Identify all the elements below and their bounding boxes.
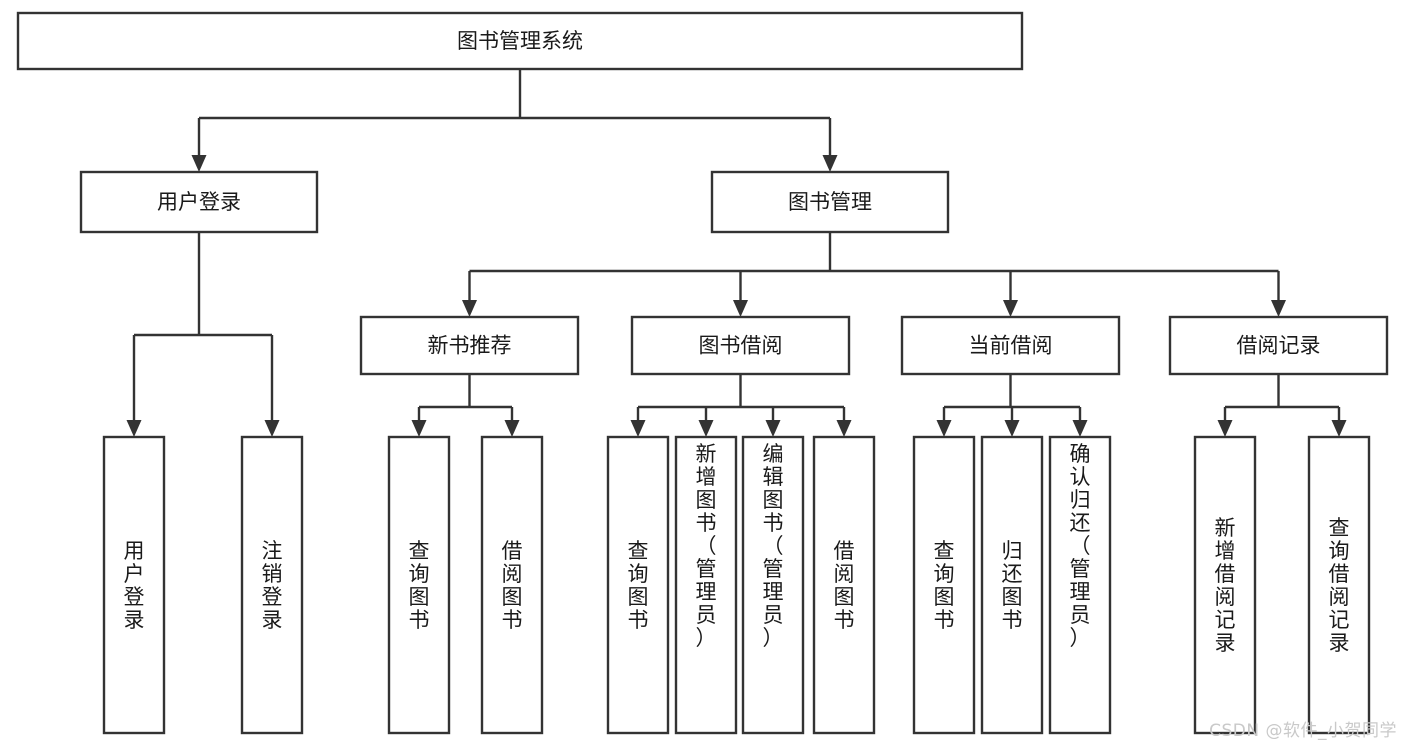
node-box-leaf-query-book-borrow	[606, 435, 670, 735]
arrow-head-borrow-record	[1271, 300, 1286, 317]
node-label-leaf-add-borrow-record: 新增借阅记录	[1215, 516, 1236, 655]
arrow-head-leaf-add-book-admin	[698, 420, 714, 437]
node-box-leaf-borrow-book	[812, 435, 876, 735]
arrow-head-leaf-return-book	[1004, 420, 1020, 437]
arrow-head-leaf-borrow-book-recommend	[504, 420, 520, 437]
node-label-leaf-user-login: 用户登录	[124, 539, 145, 632]
node-box-leaf-add-book-admin	[674, 435, 738, 735]
arrow-head-leaf-logout	[264, 420, 280, 437]
arrow-head-leaf-borrow-book	[836, 420, 852, 437]
node-label-user-login: 用户登录	[157, 190, 241, 214]
node-leaf-confirm-return-admin[interactable]: 确认归还（管理员）	[1048, 435, 1112, 735]
arrow-head-leaf-confirm-return-admin	[1072, 420, 1088, 437]
node-user-login[interactable]: 用户登录	[79, 170, 319, 234]
node-box-leaf-confirm-return-admin	[1048, 435, 1112, 735]
node-leaf-query-borrow-record[interactable]: 查询借阅记录	[1307, 435, 1371, 735]
node-leaf-query-book-current[interactable]: 查询图书	[912, 435, 976, 735]
node-leaf-borrow-book[interactable]: 借阅图书	[812, 435, 876, 735]
node-label-leaf-confirm-return-admin: 确认归还（管理员）	[1070, 442, 1091, 650]
node-label-leaf-edit-book-admin: 编辑图书（管理员）	[763, 442, 784, 650]
node-leaf-borrow-book-recommend[interactable]: 借阅图书	[480, 435, 544, 735]
node-box-leaf-logout	[240, 435, 304, 735]
node-leaf-add-book-admin[interactable]: 新增图书（管理员）	[674, 435, 738, 735]
arrow-head-user-login	[191, 155, 207, 172]
watermark-label: CSDN @软件_小贺同学	[1209, 721, 1397, 741]
node-label-leaf-return-book: 归还图书	[1002, 539, 1023, 632]
node-label-current-borrow: 当前借阅	[969, 334, 1053, 358]
node-label-book-borrow: 图书借阅	[699, 334, 783, 358]
node-label-new-book-recommend: 新书推荐	[428, 334, 512, 358]
node-box-leaf-user-login	[102, 435, 166, 735]
node-box-leaf-query-borrow-record	[1307, 435, 1371, 735]
node-label-leaf-borrow-book: 借阅图书	[834, 539, 855, 632]
node-borrow-record[interactable]: 借阅记录	[1168, 315, 1389, 376]
node-box-current-borrow	[900, 315, 1121, 376]
arrow-head-leaf-user-login	[126, 420, 142, 437]
node-box-root	[16, 11, 1024, 71]
node-layer: 图书管理系统用户登录图书管理新书推荐图书借阅当前借阅借阅记录用户登录注销登录查询…	[16, 11, 1389, 735]
arrow-head-leaf-add-borrow-record	[1217, 420, 1233, 437]
node-leaf-query-book-borrow[interactable]: 查询图书	[606, 435, 670, 735]
arrow-head-leaf-query-book-borrow	[630, 420, 646, 437]
arrow-head-book-manage	[822, 155, 838, 172]
node-leaf-edit-book-admin[interactable]: 编辑图书（管理员）	[741, 435, 805, 735]
node-label-leaf-query-borrow-record: 查询借阅记录	[1329, 516, 1350, 655]
arrow-head-leaf-query-borrow-record	[1331, 420, 1347, 437]
node-label-leaf-logout: 注销登录	[262, 539, 283, 632]
node-current-borrow[interactable]: 当前借阅	[900, 315, 1121, 376]
node-leaf-query-book-recommend[interactable]: 查询图书	[387, 435, 451, 735]
connector-layer	[126, 69, 1347, 437]
node-label-leaf-query-book-borrow: 查询图书	[628, 539, 649, 632]
arrow-head-book-borrow	[733, 300, 748, 317]
node-box-leaf-add-borrow-record	[1193, 435, 1257, 735]
node-box-book-manage	[710, 170, 950, 234]
node-label-leaf-add-book-admin: 新增图书（管理员）	[696, 442, 717, 650]
node-label-root: 图书管理系统	[457, 29, 583, 53]
arrow-head-new-book-recommend	[462, 300, 477, 317]
arrow-head-current-borrow	[1003, 300, 1018, 317]
arrow-head-leaf-query-book-recommend	[411, 420, 427, 437]
node-label-borrow-record: 借阅记录	[1237, 334, 1321, 358]
node-box-user-login	[79, 170, 319, 234]
node-label-leaf-query-book-recommend: 查询图书	[409, 539, 430, 632]
node-label-leaf-query-book-current: 查询图书	[934, 539, 955, 632]
node-label-leaf-borrow-book-recommend: 借阅图书	[502, 539, 523, 632]
node-leaf-logout[interactable]: 注销登录	[240, 435, 304, 735]
node-book-manage[interactable]: 图书管理	[710, 170, 950, 234]
arrow-head-leaf-edit-book-admin	[765, 420, 781, 437]
node-leaf-return-book[interactable]: 归还图书	[980, 435, 1044, 735]
node-leaf-add-borrow-record[interactable]: 新增借阅记录	[1193, 435, 1257, 735]
node-box-borrow-record	[1168, 315, 1389, 376]
node-box-leaf-return-book	[980, 435, 1044, 735]
node-box-book-borrow	[630, 315, 851, 376]
node-leaf-user-login[interactable]: 用户登录	[102, 435, 166, 735]
node-label-book-manage: 图书管理	[788, 190, 872, 214]
node-box-new-book-recommend	[359, 315, 580, 376]
node-box-leaf-edit-book-admin	[741, 435, 805, 735]
node-new-book-recommend[interactable]: 新书推荐	[359, 315, 580, 376]
node-box-leaf-query-book-current	[912, 435, 976, 735]
node-root[interactable]: 图书管理系统	[16, 11, 1024, 71]
node-box-leaf-query-book-recommend	[387, 435, 451, 735]
arrow-head-leaf-query-book-current	[936, 420, 952, 437]
node-book-borrow[interactable]: 图书借阅	[630, 315, 851, 376]
node-box-leaf-borrow-book-recommend	[480, 435, 544, 735]
